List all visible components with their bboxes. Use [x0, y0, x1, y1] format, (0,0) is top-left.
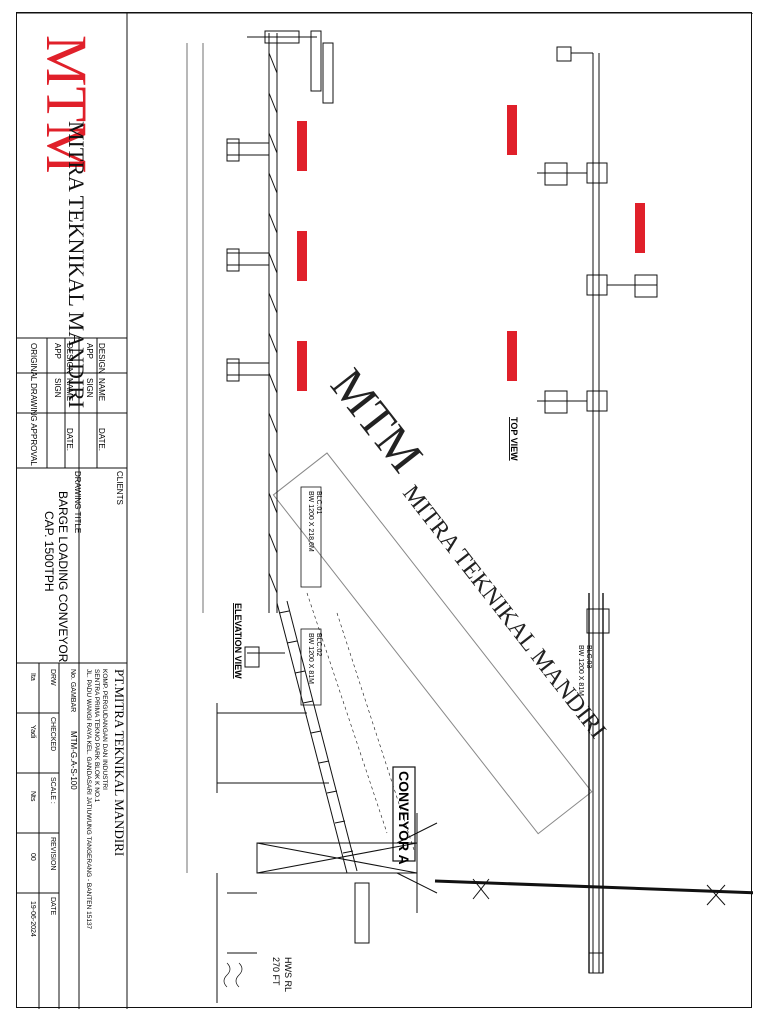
conveyor-title: CONVEYOR A — [396, 771, 412, 865]
revision-value: 00 — [29, 853, 36, 861]
drawing-no-value: MTM-G.A-S-100 — [69, 731, 78, 790]
company-address-3: JL. PADU WANGI RAYA KEL. GANDASARI JATIU… — [85, 669, 92, 930]
app-label: APP — [85, 343, 94, 359]
top-view-title: TOP VIEW — [509, 417, 519, 461]
app-label-2: APP — [53, 343, 62, 359]
drawing-title-line2: CAP. 1500TPH — [42, 511, 56, 592]
design-label-2: DESIGN — [65, 343, 74, 374]
scale-value: Nts — [29, 791, 36, 802]
blc03-spec: BW 1200 X 81M — [577, 645, 584, 696]
sign-label-2: SIGN — [53, 378, 62, 398]
title-block — [17, 13, 128, 1009]
date-label-2: DATE. — [65, 428, 74, 451]
blc03-label: BLC.03 — [585, 645, 592, 668]
scale-label: SCALE : — [49, 777, 56, 804]
fit-label: 270 FT — [271, 957, 281, 986]
company-address-2: SENTRA PRIMA TEKNO PARK BLOK K NO.1 — [93, 669, 100, 803]
drawing-no-label: No. GAMBAR — [69, 669, 76, 712]
checked-value: Yadi — [29, 725, 36, 739]
checked-label: CHECKED — [49, 717, 56, 751]
date-value: 19-06-2024 — [29, 901, 36, 937]
watermark-logo: MTM — [320, 359, 432, 482]
approval-caption: ORIGINAL DRAWING APPROVAL — [29, 343, 38, 466]
drawing-title-line1: BARGE LOADING CONVEYOR — [56, 491, 70, 663]
name-label: NAME — [97, 378, 106, 401]
date-label-3: DATE — [49, 897, 56, 915]
blc01-label: BLC.01 — [315, 491, 322, 514]
watermark: MTM MITRA TEKNIKAL MANDIRI — [272, 359, 611, 835]
clients-label: CLIENTS — [115, 471, 124, 505]
drw-label: DRW — [49, 669, 56, 686]
revision-label: REVISION — [49, 837, 56, 870]
drawing-sheet: MTM MITRA TEKNIKAL MANDIRI DESIGN APP DE… — [16, 12, 753, 1009]
elevation-view-title: ELEVATION VIEW — [233, 603, 243, 679]
blc02-label: BLC.02 — [315, 633, 322, 656]
drawing-canvas: MTM MITRA TEKNIKAL MANDIRI DESIGN APP DE… — [17, 13, 753, 1009]
blc02-spec: BW 1200 X 81M — [307, 633, 314, 684]
company-name: MITRA TEKNIKAL MANDIRI — [64, 121, 89, 408]
company-block-name: PT.MITRA TEKNIKAL MANDIRI — [112, 669, 127, 856]
drawing-title-label: DRAWING TITLE — [73, 471, 82, 533]
blc01-spec: BW 1200 X 218,6M — [307, 491, 314, 552]
top-view — [434, 46, 753, 974]
sign-label: SIGN — [85, 378, 94, 398]
design-label: DESIGN — [97, 343, 106, 374]
hws-label: HWS RL — [283, 957, 293, 992]
company-logo: MTM — [34, 35, 99, 174]
watermark-text: MITRA TEKNIKAL MANDIRI — [397, 481, 610, 744]
elevation-view — [186, 30, 438, 1003]
elevation-red-notes — [297, 105, 645, 391]
company-address-1: KOMP. PERGUDANGAN DAN INDUSTRI — [101, 669, 108, 790]
name-label-2: NAME — [65, 378, 74, 401]
drw-value: Ita — [29, 673, 36, 681]
date-label: DATE. — [97, 428, 106, 451]
